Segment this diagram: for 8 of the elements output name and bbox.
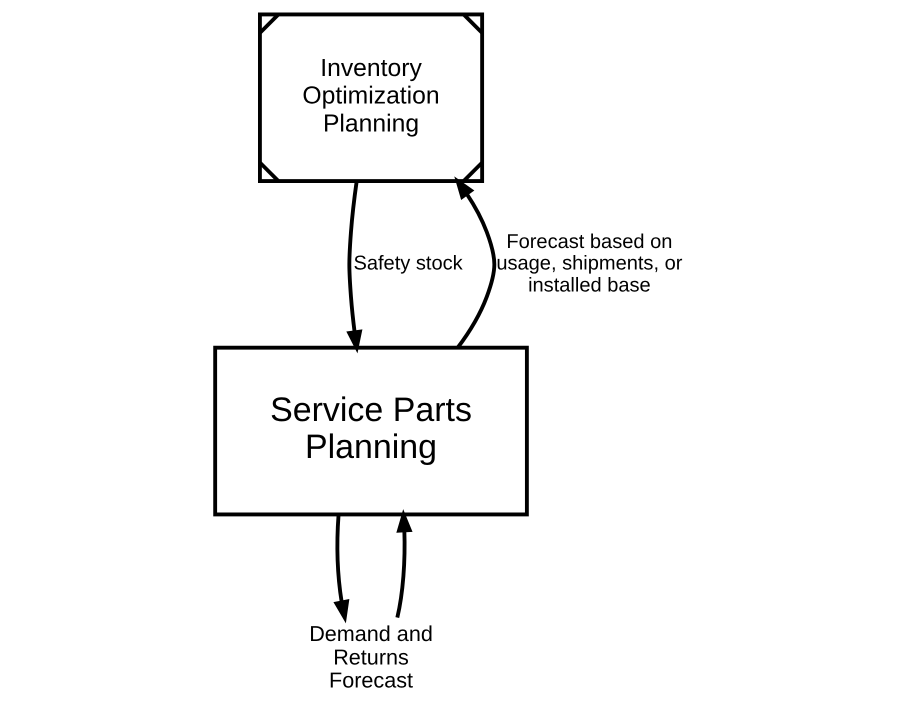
arrow (394, 509, 412, 618)
edge-label: Safety stock (352, 252, 462, 275)
node-box: Service Parts Planning (212, 346, 528, 516)
arrow (454, 176, 496, 349)
arrow (332, 514, 349, 624)
arrow (346, 180, 362, 354)
edge-label: Forecast based on usage, shipments, or installed base (496, 231, 682, 296)
node-text: Demand and Returns Forecast (308, 621, 432, 693)
